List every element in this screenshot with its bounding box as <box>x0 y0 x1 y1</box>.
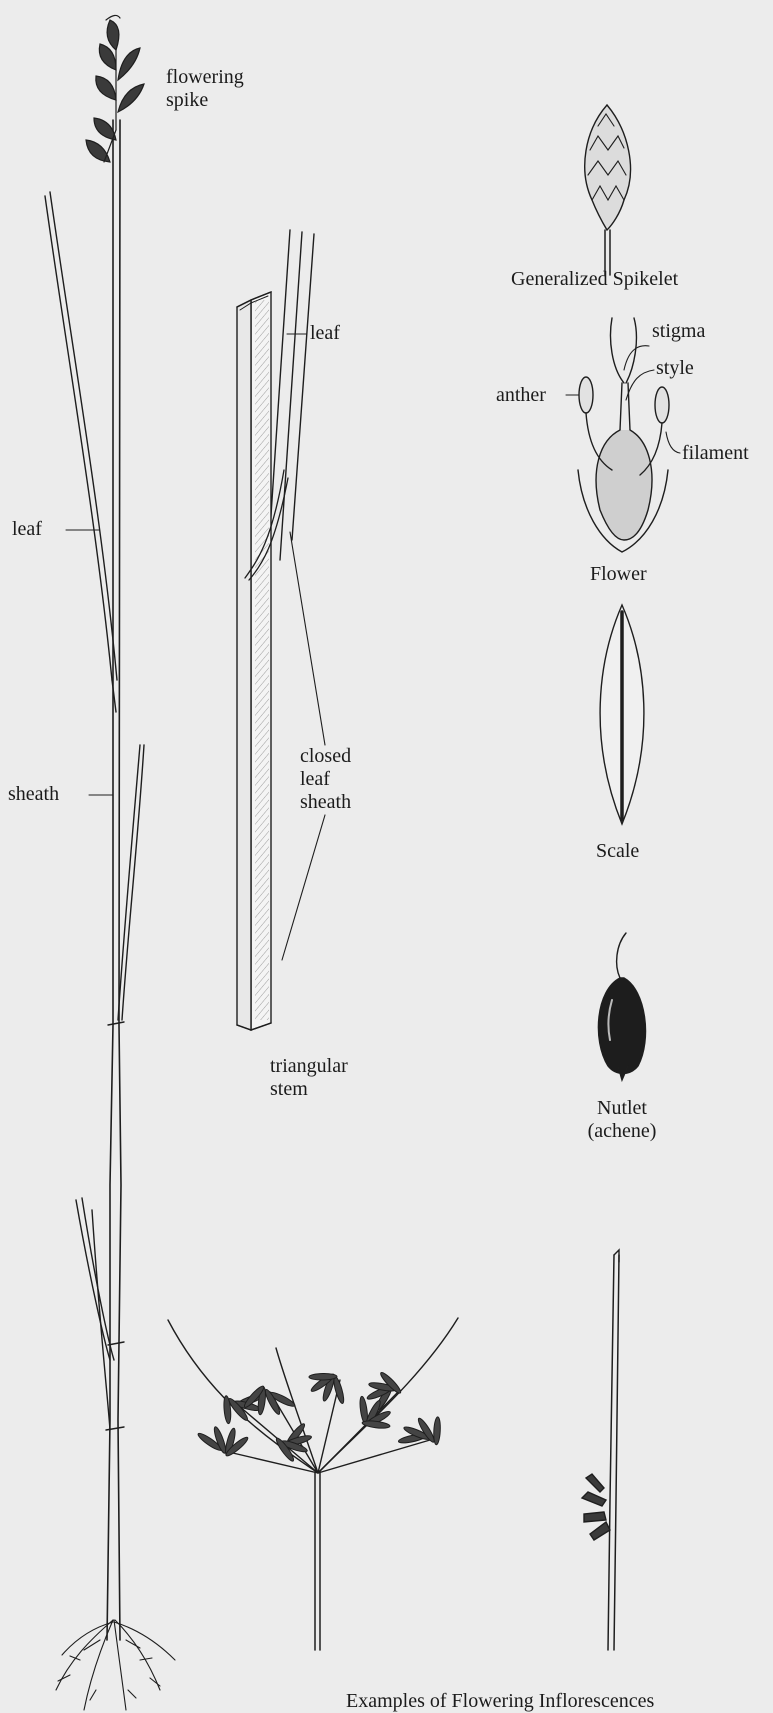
label-filament: filament <box>682 442 749 465</box>
label-leaf-plant: leaf <box>12 518 42 541</box>
label-triangular-stem: triangular stem <box>270 1055 370 1101</box>
label-stigma: stigma <box>652 320 705 343</box>
label-sheath: sheath <box>8 783 59 806</box>
label-inflorescences: Examples of Flowering Inflorescences <box>346 1690 654 1713</box>
whole-plant-drawing <box>45 15 175 1710</box>
spikelet-drawing <box>585 105 631 275</box>
label-flower: Flower <box>590 563 647 586</box>
umbel-spikelet <box>362 1420 391 1430</box>
roots-drawing <box>56 1620 175 1710</box>
scale-drawing <box>600 605 644 824</box>
stem-detail-drawing <box>237 230 314 1030</box>
label-generalized-spikelet: Generalized Spikelet <box>511 268 678 291</box>
label-scale: Scale <box>596 840 639 863</box>
label-closed-leaf-sheath: closed leaf sheath <box>300 745 368 814</box>
label-flowering-spike: flowering spike <box>166 66 276 112</box>
label-style: style <box>656 357 694 380</box>
flower-drawing <box>578 318 669 552</box>
lateral-inflorescence-drawing <box>582 1250 619 1650</box>
label-leaf-stem: leaf <box>310 322 340 345</box>
nutlet-drawing <box>598 933 645 1080</box>
umbel-spikelet <box>309 1373 337 1380</box>
label-nutlet: Nutlet (achene) <box>572 1097 672 1143</box>
umbel-spikelets <box>196 1371 441 1463</box>
umbel-spikelet <box>433 1417 441 1445</box>
label-anther: anther <box>496 384 546 407</box>
umbel-inflorescence-drawing <box>168 1318 458 1650</box>
flowering-spike-drawing <box>86 15 144 162</box>
